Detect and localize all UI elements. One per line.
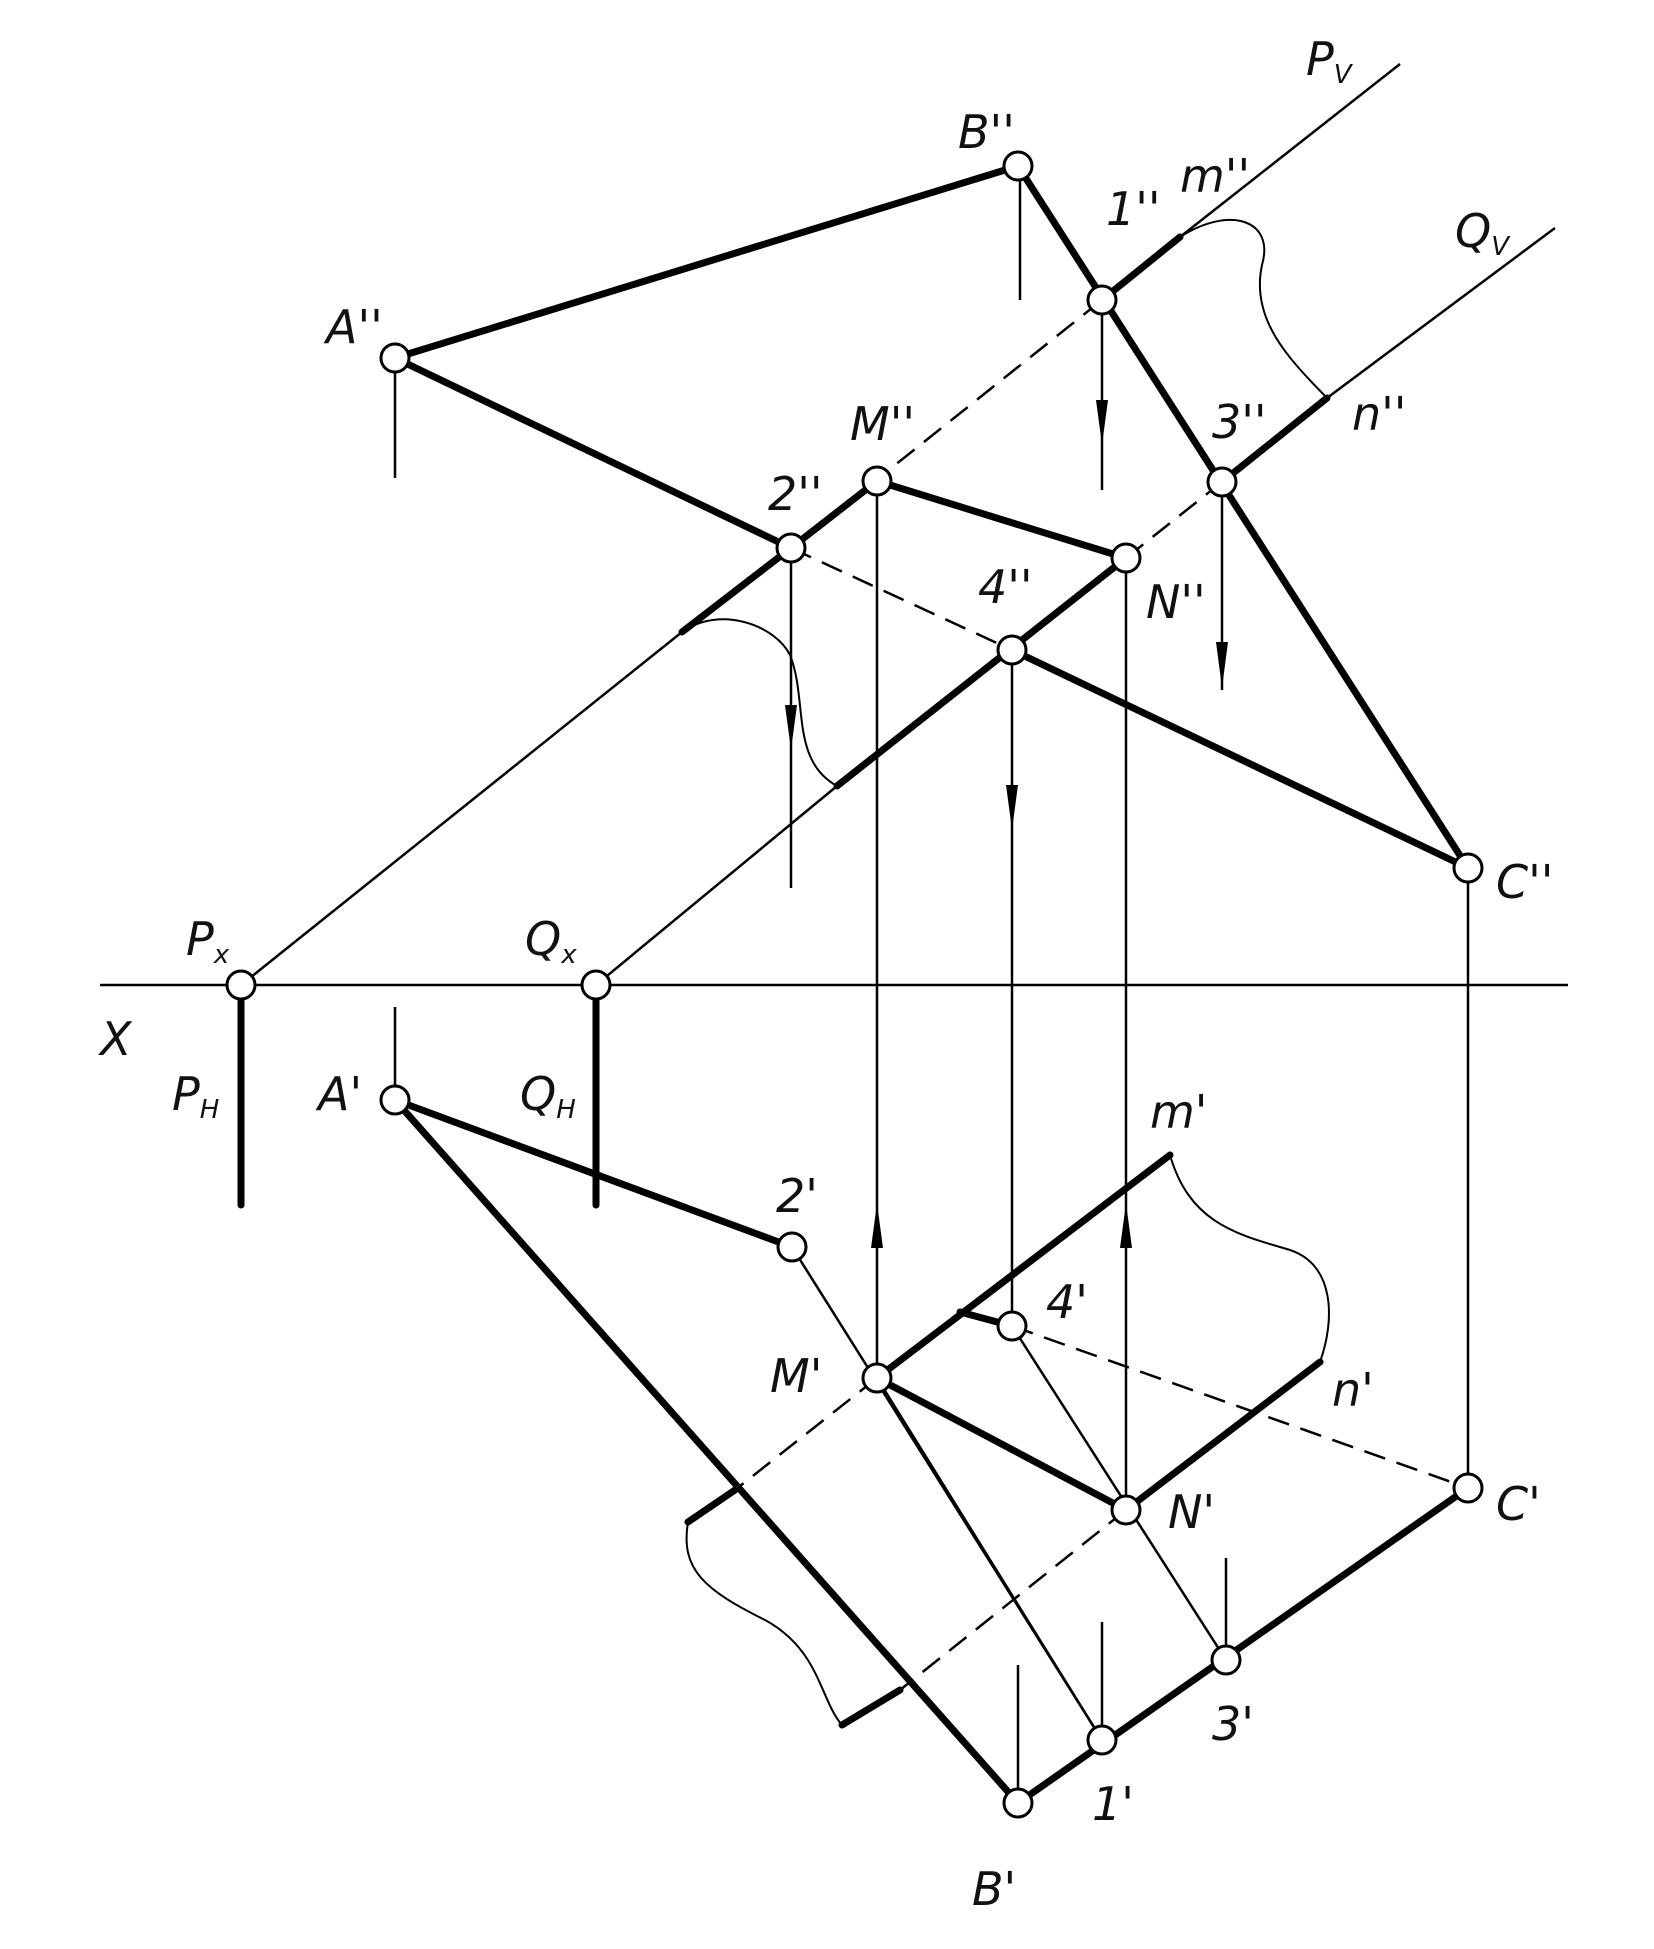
- point-b1: [1002, 1787, 1034, 1819]
- point-m2: [861, 465, 893, 497]
- b1-c1: [1014, 1484, 1472, 1807]
- break-upper-right: [1179, 218, 1328, 399]
- labels: A'' B'' C'' M'' N'' m'' n'' 1'' 2'' 3'' …: [98, 32, 1553, 1916]
- point-2-1: [776, 1231, 808, 1263]
- point-px: [225, 969, 257, 1001]
- label-m-lower-1: m': [1150, 1085, 1207, 1139]
- point-3-1: [1210, 1644, 1242, 1676]
- point-4-1: [996, 1310, 1028, 1342]
- arrow-up-n: [1120, 1203, 1132, 1248]
- n-hidden-top: [899, 1509, 1127, 1691]
- points: [225, 150, 1484, 1819]
- label-ph: PH: [172, 1067, 219, 1125]
- label-3-1: 3': [1212, 1697, 1254, 1751]
- label-n2: N'': [1146, 575, 1206, 629]
- p-trace-thin-high: [1179, 63, 1401, 238]
- break-top-right: [1169, 1154, 1330, 1363]
- point-2-2: [775, 532, 807, 564]
- m-p1-line: [875, 1377, 1104, 1741]
- label-2-2: 2'': [768, 467, 823, 521]
- q-trace-thick-high: [1218, 394, 1331, 486]
- point-b2: [1002, 150, 1034, 182]
- point-1-2: [1086, 284, 1118, 316]
- label-4-1: 4': [1046, 1275, 1088, 1329]
- hidden-lines: [734, 299, 1469, 1691]
- point-a2: [379, 342, 411, 374]
- point-m1: [861, 1362, 893, 1394]
- p-trace-thick-m: [787, 477, 881, 552]
- p-trace-thin-low: [240, 631, 683, 986]
- label-px: Px: [186, 912, 230, 970]
- point-c1: [1452, 1472, 1484, 1504]
- label-3-2: 3'': [1212, 395, 1267, 449]
- projection-lines: [393, 166, 1470, 1803]
- m-hidden-top: [734, 1377, 878, 1491]
- point-4-2: [996, 634, 1028, 666]
- point-3-2: [1206, 466, 1238, 498]
- label-m2: M'': [850, 397, 915, 451]
- label-b2: B'': [958, 105, 1015, 159]
- label-n-lower-2: n'': [1352, 387, 1406, 441]
- m1-n1: [873, 1374, 1130, 1514]
- label-c2: C'': [1496, 855, 1553, 909]
- arrow-down-4: [1006, 785, 1018, 830]
- point-n2: [1110, 542, 1142, 574]
- label-m1: M': [770, 1349, 822, 1403]
- q-trace-thin-low: [595, 785, 838, 986]
- break-bottom-left: [685, 1521, 843, 1726]
- label-x-axis: X: [98, 1012, 133, 1066]
- label-2-1: 2': [776, 1169, 818, 1223]
- label-a1: A': [315, 1067, 362, 1121]
- label-4-2: 4'': [978, 560, 1033, 614]
- label-m-lower-2: m'': [1180, 149, 1250, 203]
- arrows: [785, 400, 1228, 1248]
- q-plane-top-lower: [838, 1686, 904, 1729]
- p-trace-thick-high: [1098, 233, 1184, 304]
- arrow-down-3: [1216, 642, 1228, 688]
- a1-b1: [391, 1096, 1022, 1807]
- label-1-2: 1'': [1106, 182, 1161, 236]
- q-plane-top-edge: [1122, 1358, 1324, 1514]
- label-1-1: 1': [1092, 1777, 1134, 1831]
- ac-hidden-front: [790, 546, 1013, 652]
- label-a2: A'': [323, 300, 383, 354]
- point-c2: [1452, 852, 1484, 884]
- point-n1: [1110, 1494, 1142, 1526]
- label-c1: C': [1496, 1477, 1541, 1531]
- p-trace-thick-low: [678, 544, 795, 636]
- p4-c2: [1008, 646, 1472, 872]
- a2-p2: [391, 354, 795, 552]
- arrow-down-2: [785, 705, 797, 750]
- label-qh: QH: [520, 1067, 576, 1125]
- b2-c2: [1014, 162, 1472, 872]
- label-pv: PV: [1306, 32, 1354, 90]
- point-a1: [379, 1084, 411, 1116]
- p-plane-top-lower: [684, 1486, 739, 1526]
- ac-hidden-top: [1011, 1324, 1469, 1490]
- label-n1: N': [1168, 1485, 1215, 1539]
- label-qv: QV: [1455, 204, 1511, 262]
- label-n-lower-1: n': [1332, 1363, 1374, 1417]
- q-trace-thick-low: [833, 554, 1130, 790]
- a2-b2: [391, 162, 1022, 362]
- q-plane-hidden-front: [1125, 481, 1223, 559]
- point-qx: [580, 969, 612, 1001]
- p4-p3-line: [1010, 1325, 1228, 1661]
- arrow-up-m: [871, 1203, 883, 1248]
- point-1-1: [1086, 1724, 1118, 1756]
- break-lines: [681, 218, 1330, 1726]
- label-qx: Qx: [525, 912, 577, 970]
- visible-lines: [237, 63, 1556, 1807]
- break-middle: [681, 618, 838, 787]
- arrow-down-1: [1096, 400, 1108, 445]
- m2-n2: [873, 477, 1130, 562]
- p-plane-top-edge: [873, 1151, 1174, 1382]
- label-b1: B': [972, 1862, 1016, 1916]
- a1-p2-1: [391, 1096, 796, 1251]
- q-trace-thin-high: [1326, 226, 1556, 400]
